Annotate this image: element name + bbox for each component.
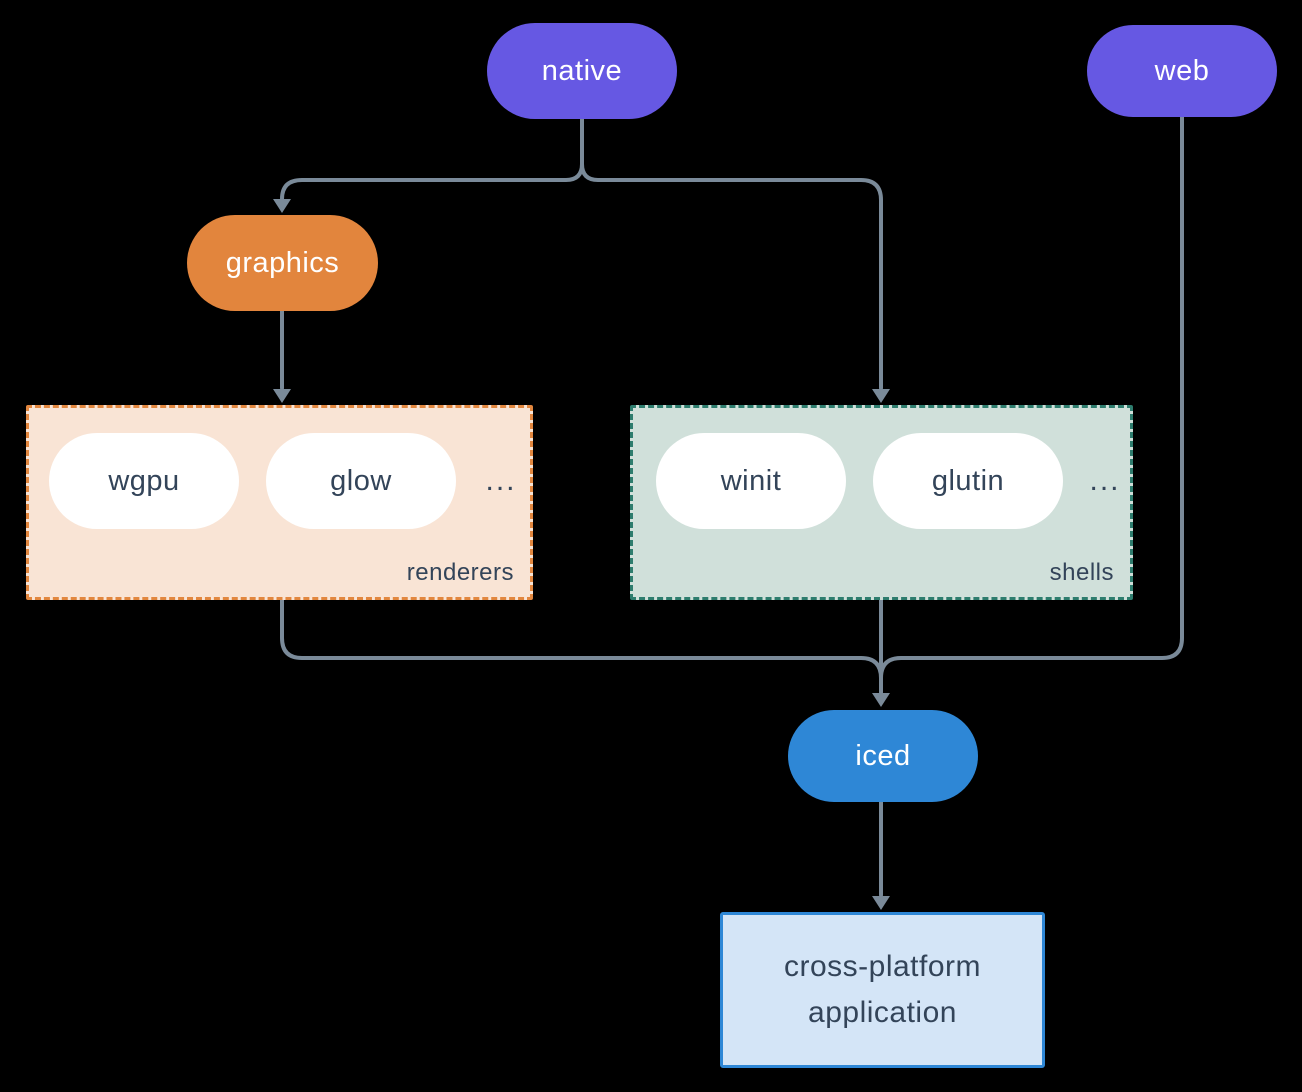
renderers-ellipsis: ... — [485, 464, 517, 497]
node-wgpu: wgpu — [49, 433, 239, 529]
node-glow: glow — [266, 433, 456, 529]
renderers-group-label: renderers — [406, 559, 514, 586]
node-web: web — [1087, 25, 1277, 117]
app-label-line1: cross-platform — [783, 950, 982, 983]
node-iced-label: iced — [855, 739, 911, 772]
arrowhead-shells — [872, 389, 890, 403]
node-iced: iced — [788, 710, 978, 802]
node-native-label: native — [541, 54, 623, 87]
arrowhead-graphics — [273, 199, 291, 213]
edge-web-iced — [879, 115, 1184, 680]
shells-group-label: shells — [1049, 559, 1114, 586]
group-shells: winit glutin ... shells — [630, 405, 1133, 600]
shells-ellipsis: ... — [1089, 464, 1121, 497]
group-renderers: wgpu glow ... renderers — [26, 405, 533, 600]
node-graphics-label: graphics — [225, 246, 340, 279]
node-web-label: web — [1154, 54, 1210, 87]
node-glutin-label: glutin — [931, 464, 1005, 497]
arrowhead-renderers — [273, 389, 291, 403]
node-glow-label: glow — [330, 464, 392, 497]
node-native: native — [487, 23, 677, 119]
node-wgpu-label: wgpu — [108, 464, 180, 497]
edge-native-shells — [580, 117, 883, 390]
node-cross-platform-application: cross-platform application — [720, 912, 1045, 1068]
edge-renderers-iced — [280, 598, 883, 694]
app-label-line2: application — [808, 996, 957, 1029]
edge-native-graphics — [280, 117, 584, 201]
node-graphics: graphics — [187, 215, 378, 311]
node-glutin: glutin — [873, 433, 1063, 529]
node-winit-label: winit — [720, 464, 782, 497]
arrowhead-iced — [872, 693, 890, 707]
node-winit: winit — [656, 433, 846, 529]
arrowhead-app — [872, 896, 890, 910]
